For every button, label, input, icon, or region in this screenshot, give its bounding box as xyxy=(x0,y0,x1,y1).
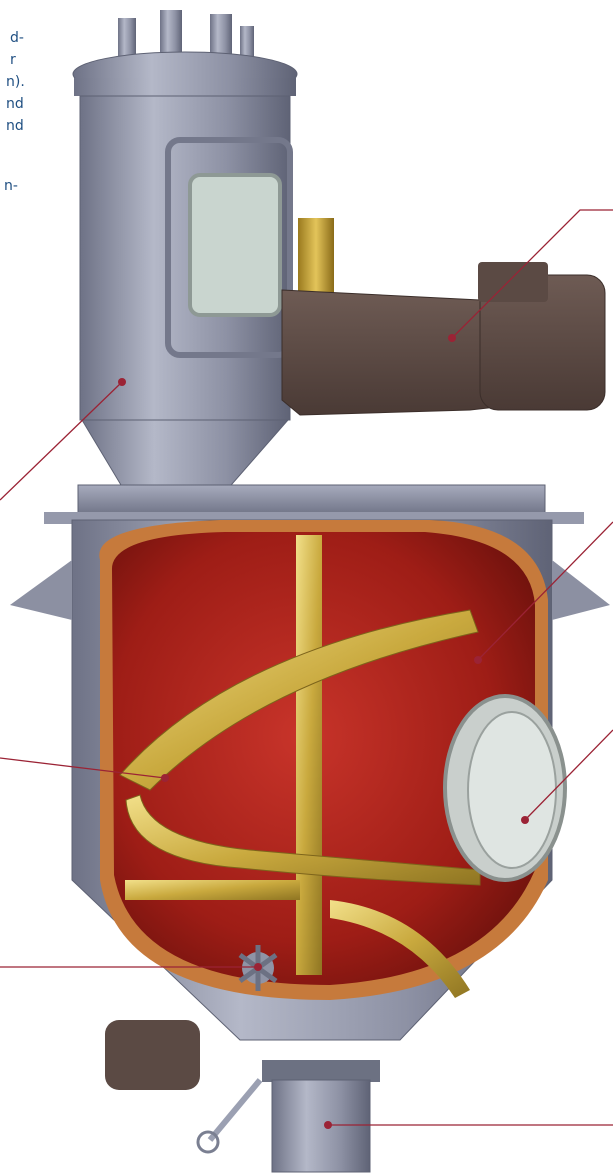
inspection-port xyxy=(443,694,567,882)
callout-lines xyxy=(0,209,613,1126)
inspection-door-frame xyxy=(165,137,293,358)
caption-fragment-1: d- xyxy=(10,30,24,46)
caption-fragment-4: nd xyxy=(6,96,24,112)
callout-dot xyxy=(118,378,126,386)
caption-fragment-2: r xyxy=(10,52,16,68)
leader-line-inspection-port xyxy=(524,729,613,821)
helical-ribbon-upper xyxy=(119,609,479,791)
callout-dot xyxy=(474,656,482,664)
side-bracket-right xyxy=(552,560,610,620)
side-bracket-left xyxy=(10,560,72,620)
leader-line-chamber xyxy=(477,521,613,661)
top-nozzle xyxy=(118,18,136,66)
leader-line-ribbon xyxy=(0,757,166,779)
bottom-ribbon xyxy=(330,900,470,998)
motor-terminal-box xyxy=(478,262,548,302)
drive-unit xyxy=(281,262,606,416)
callout-dots xyxy=(118,334,529,1129)
leader-line-filter-vessel xyxy=(0,381,123,501)
discharge-collar xyxy=(262,1060,380,1082)
handwheel xyxy=(196,1130,220,1154)
chopper-motor xyxy=(105,1020,200,1090)
filter-vessel xyxy=(72,10,298,501)
mixer-top-platform xyxy=(77,484,546,516)
callout-dot xyxy=(161,774,169,782)
agitator-shaft xyxy=(296,535,322,975)
discharge-valve xyxy=(196,1060,380,1173)
caption-fragment-3: n). xyxy=(6,74,25,90)
callout-dot xyxy=(254,963,262,971)
handwheel-stem xyxy=(207,1078,263,1142)
agitator xyxy=(119,535,481,998)
callout-dot xyxy=(324,1121,332,1129)
discharge-outlet xyxy=(271,1079,371,1173)
callout-dot xyxy=(521,816,529,824)
helical-ribbon-lower xyxy=(125,794,481,886)
agitator-arm xyxy=(125,880,300,900)
vessel-lid-flange xyxy=(74,78,296,96)
caption-fragment-5: nd xyxy=(6,118,24,134)
callout-dot xyxy=(448,334,456,342)
port-cover xyxy=(467,711,557,869)
sight-glass-window xyxy=(188,173,282,317)
leader-line-drive-unit xyxy=(451,209,613,339)
caption-fragment-6: n- xyxy=(4,178,18,194)
